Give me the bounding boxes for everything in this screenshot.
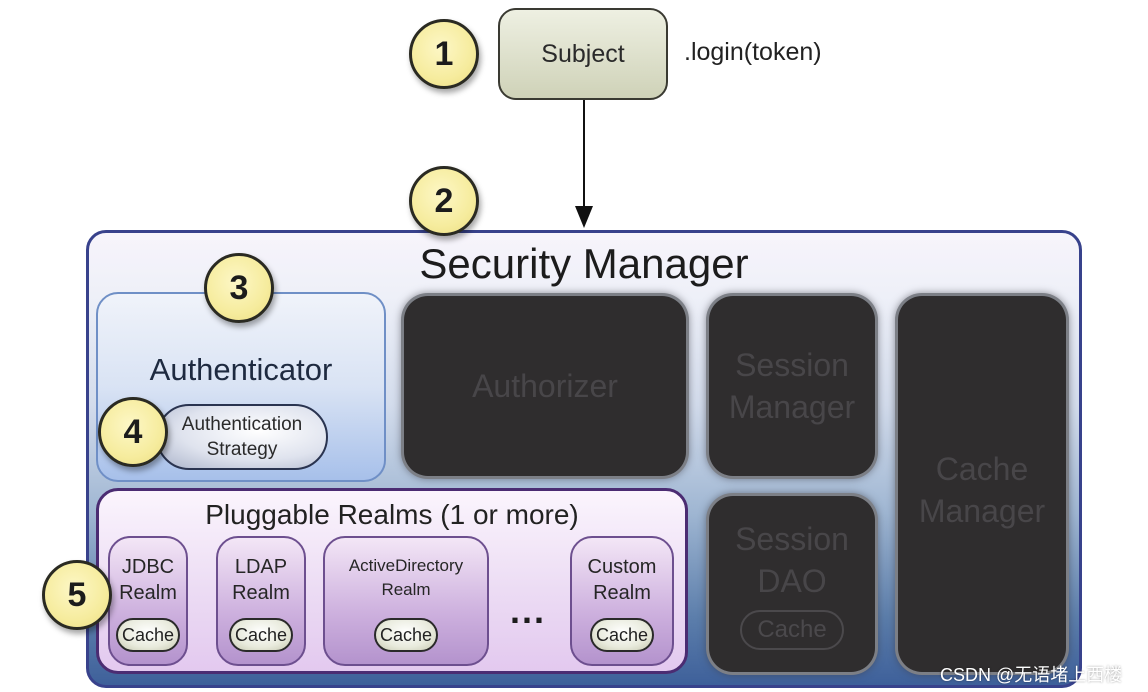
authorizer-label: Authorizer	[472, 368, 618, 404]
strategy-line-2: Strategy	[206, 439, 278, 460]
realm-name: ActiveDirectory Realm	[349, 554, 463, 602]
session-dao-cache: Cache	[740, 610, 844, 650]
realm-name: LDAP Realm	[232, 554, 290, 606]
watermark: CSDN @无语堵上西楼	[940, 665, 1123, 685]
realm-cache: Cache	[116, 618, 180, 652]
realm-line-2: Realm	[381, 580, 431, 599]
cache-manager-box: Cache Manager	[898, 296, 1066, 672]
session-manager-line-1: Session	[735, 347, 849, 383]
session-manager-line-2: Manager	[728, 389, 856, 425]
realm-cache: Cache	[590, 618, 654, 652]
authorizer-box: Authorizer	[404, 296, 686, 476]
realm-cache: Cache	[374, 618, 438, 652]
more-realms-ellipsis: ...	[509, 590, 546, 631]
realm-active-directory: ActiveDirectory Realm Cache	[323, 536, 489, 666]
realm-jdbc: JDBC Realm Cache	[108, 536, 188, 666]
strategy-line-1: Authentication	[181, 414, 303, 435]
security-manager-title: Security Manager	[419, 240, 749, 287]
authentication-strategy-box: Authentication Strategy	[156, 404, 328, 470]
step-badge-3: 3	[204, 253, 274, 323]
realm-cache: Cache	[229, 618, 293, 652]
session-dao-box: Session DAO Cache	[709, 496, 875, 672]
realm-custom: Custom Realm Cache	[570, 536, 674, 666]
realm-name: Custom Realm	[588, 554, 657, 606]
realm-line-1: ActiveDirectory	[348, 556, 464, 575]
cache-manager-line-2: Manager	[918, 493, 1046, 529]
session-dao-line-2: DAO	[757, 563, 827, 599]
realm-line-2: Realm	[119, 582, 177, 604]
step-badge-4: 4	[98, 397, 168, 467]
realm-name: JDBC Realm	[119, 554, 177, 606]
session-manager-label: Session Manager	[729, 344, 855, 428]
subject-label: Subject	[541, 39, 625, 68]
pluggable-realms-title: Pluggable Realms (1 or more)	[205, 499, 579, 530]
realm-line-1: LDAP	[234, 556, 288, 578]
session-dao-line-1: Session	[735, 521, 849, 557]
subject-box: Subject	[498, 8, 668, 100]
flow-arrow-line	[583, 100, 585, 212]
realm-line-1: Custom	[587, 556, 657, 578]
realm-line-2: Realm	[232, 582, 290, 604]
session-manager-box: Session Manager	[709, 296, 875, 476]
cache-manager-line-1: Cache	[935, 451, 1029, 487]
step-badge-5: 5	[42, 560, 112, 630]
arrow-down-icon	[575, 206, 593, 228]
authenticator-title: Authenticator	[149, 352, 333, 387]
step-badge-1: 1	[409, 19, 479, 89]
realm-line-2: Realm	[593, 582, 651, 604]
realm-line-1: JDBC	[121, 556, 175, 578]
step-badge-2: 2	[409, 166, 479, 236]
realm-ldap: LDAP Realm Cache	[216, 536, 306, 666]
login-call-label: .login(token)	[684, 38, 822, 66]
